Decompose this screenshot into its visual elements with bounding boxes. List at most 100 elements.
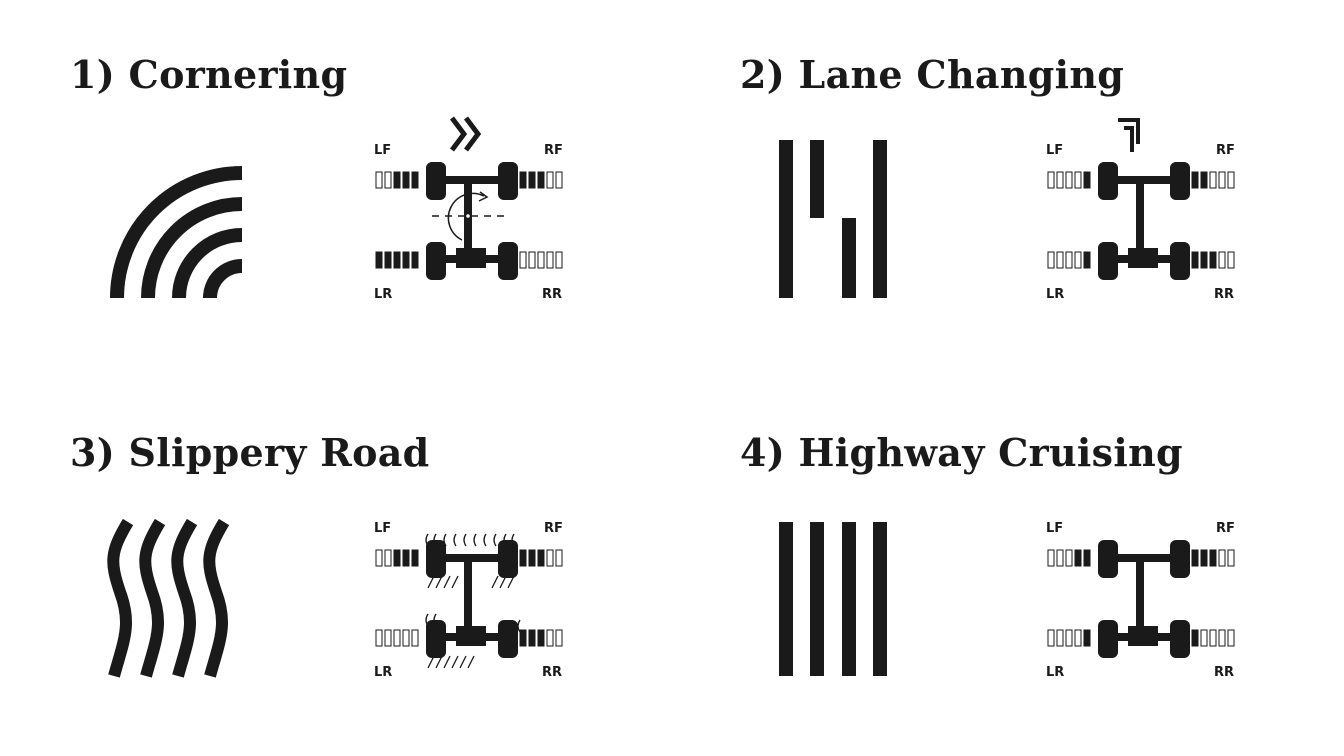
load-bar-segment — [384, 549, 392, 567]
load-bar-segment — [1209, 251, 1217, 269]
load-bar-segment — [411, 629, 419, 647]
panel-title: 2) Lane Changing — [740, 52, 1125, 97]
panel-cornering: 1) Cornering LF RF LR RR — [0, 0, 640, 330]
load-bar-segment — [555, 549, 563, 567]
load-bar-segment — [519, 171, 527, 189]
load-bars-lf — [375, 549, 419, 567]
load-bar-segment — [402, 549, 410, 567]
label-lf: LF — [1046, 521, 1063, 536]
wavy-road-icon — [107, 518, 230, 678]
load-bar-segment — [1074, 171, 1082, 189]
load-bar-segment — [1200, 171, 1208, 189]
load-bar-segment — [537, 251, 545, 269]
chassis-frame — [426, 540, 518, 658]
load-bar-segment — [393, 171, 401, 189]
double-corner-arrow-icon — [1118, 118, 1140, 152]
label-lr: LR — [1046, 665, 1064, 680]
chassis-frame — [1098, 162, 1190, 280]
load-bar-segment — [1056, 549, 1064, 567]
chassis-frame — [1098, 540, 1190, 658]
load-bar-segment — [1218, 549, 1226, 567]
load-bars-lr — [375, 251, 419, 269]
load-bar-segment — [375, 171, 383, 189]
load-bar-segment — [375, 629, 383, 647]
panel-title: 1) Cornering — [70, 52, 348, 97]
load-bars-lr — [1047, 629, 1091, 647]
load-bars-rf — [1191, 549, 1235, 567]
panel-title: 4) Highway Cruising — [740, 430, 1183, 475]
load-bar-segment — [375, 251, 383, 269]
load-bar-segment — [546, 171, 554, 189]
load-bar-segment — [519, 629, 527, 647]
load-bar-segment — [402, 171, 410, 189]
label-rf: RF — [544, 143, 563, 158]
load-bar-segment — [1074, 549, 1082, 567]
load-bar-segment — [1083, 549, 1091, 567]
curved-road-icon — [110, 166, 243, 299]
load-bar-segment — [393, 251, 401, 269]
load-bars-rr — [1191, 251, 1235, 269]
label-lf: LF — [374, 143, 391, 158]
load-bar-segment — [1047, 549, 1055, 567]
load-bar-segment — [555, 629, 563, 647]
load-bar-segment — [411, 549, 419, 567]
load-bars-lf — [1047, 171, 1091, 189]
load-bar-segment — [393, 549, 401, 567]
load-bar-segment — [528, 549, 536, 567]
load-bar-segment — [1227, 549, 1235, 567]
load-bar-segment — [411, 251, 419, 269]
load-bar-segment — [528, 629, 536, 647]
load-bar-segment — [384, 171, 392, 189]
label-rr: RR — [542, 287, 562, 302]
label-rf: RF — [1216, 143, 1235, 158]
load-bar-segment — [546, 549, 554, 567]
load-bar-segment — [402, 629, 410, 647]
load-bar-segment — [384, 629, 392, 647]
load-bar-segment — [1065, 251, 1073, 269]
load-bar-segment — [546, 251, 554, 269]
load-bar-segment — [1218, 251, 1226, 269]
straight-road-icon — [779, 522, 887, 676]
label-lr: LR — [374, 665, 392, 680]
load-bar-segment — [1083, 629, 1091, 647]
load-bar-segment — [1209, 629, 1217, 647]
load-bar-segment — [537, 171, 545, 189]
load-bar-segment — [1227, 251, 1235, 269]
panel-slippery-road: 3) Slippery Road LF RF LR RR — [0, 378, 640, 708]
load-bars-lr — [1047, 251, 1091, 269]
load-bars-lf — [375, 171, 419, 189]
load-bar-segment — [393, 629, 401, 647]
label-rf: RF — [544, 521, 563, 536]
load-bar-segment — [519, 549, 527, 567]
load-bar-segment — [1191, 549, 1199, 567]
load-bar-segment — [555, 171, 563, 189]
load-bar-segment — [1083, 251, 1091, 269]
load-bar-segment — [384, 251, 392, 269]
load-bar-segment — [528, 251, 536, 269]
load-bar-segment — [1065, 171, 1073, 189]
load-bar-segment — [1047, 171, 1055, 189]
load-bar-segment — [537, 629, 545, 647]
load-bars-rr — [519, 251, 563, 269]
load-bar-segment — [1056, 251, 1064, 269]
label-lf: LF — [374, 521, 391, 536]
yaw-rotation-icon — [432, 191, 504, 241]
chassis-diagram: LF RF LR RR — [1046, 521, 1235, 680]
load-bar-segment — [1065, 629, 1073, 647]
label-rr: RR — [1214, 665, 1234, 680]
load-bar-segment — [1191, 171, 1199, 189]
load-bar-segment — [1209, 549, 1217, 567]
load-bars-lr — [375, 629, 419, 647]
double-chevron-right-icon — [450, 116, 482, 152]
load-bar-segment — [1209, 171, 1217, 189]
load-bar-segment — [1056, 171, 1064, 189]
panel-highway-cruising: 4) Highway Cruising LF RF LR RR — [672, 378, 1312, 708]
load-bar-segment — [1083, 171, 1091, 189]
label-rr: RR — [1214, 287, 1234, 302]
load-bar-segment — [1218, 629, 1226, 647]
load-bar-segment — [1227, 171, 1235, 189]
load-bar-segment — [1200, 629, 1208, 647]
label-lr: LR — [1046, 287, 1064, 302]
chassis-frame — [426, 162, 518, 280]
label-rr: RR — [542, 665, 562, 680]
